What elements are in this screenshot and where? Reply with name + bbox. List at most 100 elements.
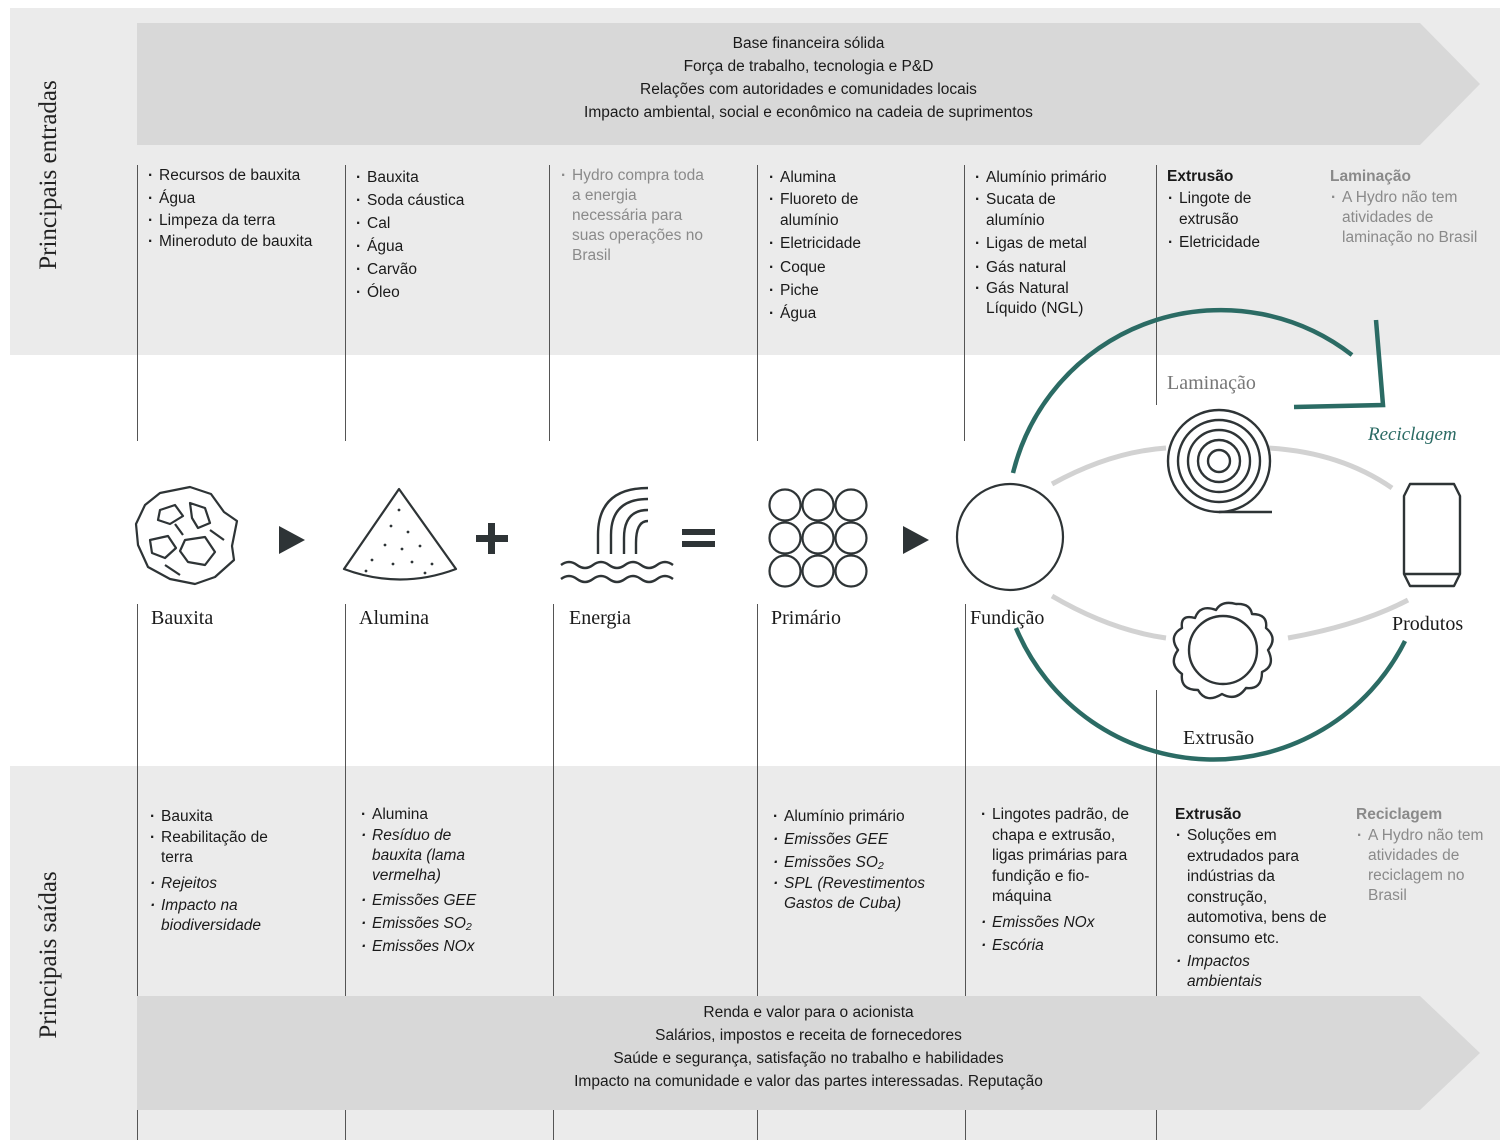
bottom-banner-line: Renda e valor para o acionista (703, 1004, 914, 1021)
powder-pile-icon (342, 487, 458, 581)
inputs-laminacao: Laminação A Hydro não tem atividades de … (1330, 166, 1490, 248)
hydro-energy-icon (560, 486, 674, 584)
list-item: Piche (768, 279, 953, 302)
column-divider (757, 165, 758, 441)
list-item: Impactos ambientais (1175, 952, 1287, 992)
list-item: Recursos de bauxita (147, 166, 332, 188)
list-item: Alumina (360, 803, 540, 826)
list-item: Emissões GEE (360, 889, 540, 912)
outputs-extrusao-heading: Extrusão (1175, 806, 1242, 823)
stage-label-primario: Primário (771, 607, 841, 629)
inputs-fundicao: Alumínio primário Sucata de alumínio Lig… (974, 166, 1149, 319)
top-banner-line: Base financeira sólida (732, 35, 885, 52)
top-banner-line: Impacto ambiental, social e econômico na… (584, 104, 1033, 121)
connector-arc (1050, 593, 1167, 641)
list-item: Soda cáustica (355, 189, 540, 212)
column-divider (345, 604, 346, 1140)
column-divider (345, 165, 346, 441)
list-item: Gás natural (974, 256, 1149, 279)
list-item: Rejeitos (149, 871, 329, 896)
play-arrow-icon (903, 526, 929, 554)
list-item: Alumínio primário (974, 166, 1149, 189)
list-item: Emissões GEE (772, 828, 957, 851)
inputs-laminacao-heading: Laminação (1330, 168, 1411, 185)
column-divider (1156, 165, 1157, 405)
rock-icon (134, 485, 239, 586)
list-item: Gás Natural Líquido (NGL) (974, 279, 1111, 319)
column-divider (964, 165, 965, 441)
list-item: Coque (768, 256, 953, 279)
list-item: Água (355, 235, 540, 258)
inputs-extrusao-heading: Extrusão (1167, 168, 1234, 185)
outputs-primario: Alumínio primário Emissões GEE Emissões … (772, 805, 957, 914)
ingot-stack-icon (768, 488, 868, 588)
top-banner-line: Força de trabalho, tecnologia e P&D (683, 58, 934, 75)
can-icon (1402, 482, 1462, 588)
inputs-energia: Hydro compra toda a energia necessária p… (560, 166, 710, 266)
column-divider (553, 604, 554, 1140)
list-item: Alumina (768, 166, 953, 189)
outputs-reciclagem: Reciclagem A Hydro não tem atividades de… (1356, 804, 1501, 906)
list-item: Bauxita (355, 166, 540, 189)
connector-arc (1287, 597, 1410, 641)
circle-ingot-icon (955, 482, 1065, 592)
top-banner-line: Relações com autoridades e comunidades l… (640, 81, 977, 98)
connector-arc (1050, 445, 1167, 487)
list-item: Cal (355, 212, 540, 235)
list-item: Água (147, 188, 332, 210)
list-item: Fluoreto de alumínio (768, 189, 880, 231)
list-item: Escória (980, 934, 1145, 957)
inputs-primario: Alumina Fluoreto de alumínio Eletricidad… (768, 166, 953, 325)
list-item: Limpeza da terra (147, 210, 332, 232)
inputs-alumina: Bauxita Soda cáustica Cal Água Carvão Ól… (355, 166, 540, 304)
stage-label-laminacao: Laminação (1167, 372, 1256, 394)
stage-label-energia: Energia (569, 607, 631, 629)
list-item: Impacto na biodiversidade (149, 896, 291, 936)
inputs-extrusao: Extrusão Lingote de extrusão Eletricidad… (1167, 166, 1317, 255)
list-item: Lingote de extrusão (1167, 188, 1274, 230)
list-item: SPL (Revestimentos Gastos de Cuba) (772, 874, 954, 914)
stage-label-produtos: Produtos (1392, 613, 1464, 635)
recycling-arrow-icon (1010, 307, 1408, 762)
coil-icon (1166, 408, 1272, 514)
play-arrow-icon (279, 526, 305, 554)
inputs-bauxita: Recursos de bauxita Água Limpeza da terr… (147, 166, 332, 252)
outputs-bauxita: Bauxita Reabilitação de terra Rejeitos I… (149, 805, 329, 936)
top-banner: Base financeira sólida Força de trabalho… (137, 23, 1480, 145)
list-item: Hydro compra toda a energia necessária p… (560, 166, 710, 266)
list-item: Eletricidade (1167, 230, 1317, 255)
column-divider (137, 604, 138, 1140)
outputs-alumina: Alumina Resíduo de bauxita (lama vermelh… (360, 803, 540, 958)
list-item: Emissões SO₂ (772, 851, 957, 874)
column-divider (549, 165, 550, 441)
outputs-reciclagem-heading: Reciclagem (1356, 806, 1443, 823)
stage-label-reciclagem: Reciclagem (1368, 424, 1457, 445)
stage-label-bauxita: Bauxita (151, 607, 214, 629)
equals-icon (682, 529, 715, 547)
stage-label-extrusao: Extrusão (1183, 727, 1255, 749)
list-item: Soluções em extrudados para indústrias d… (1175, 826, 1327, 952)
stage-label-alumina: Alumina (359, 607, 429, 629)
list-item: Água (768, 302, 953, 325)
list-item: Emissões NOx (980, 911, 1145, 934)
list-item: Ligas de metal (974, 231, 1149, 256)
column-divider (965, 604, 966, 1140)
list-item: Lingotes padrão, de chapa e extrusão, li… (980, 805, 1137, 911)
bottom-banner-line: Salários, impostos e receita de forneced… (655, 1027, 962, 1044)
stage-label-fundicao: Fundição (970, 607, 1045, 629)
list-item: Reabilitação de terra (149, 828, 291, 871)
outputs-extrusao: Extrusão Soluções em extrudados para ind… (1175, 804, 1335, 992)
outputs-fundicao: Lingotes padrão, de chapa e extrusão, li… (980, 805, 1145, 957)
plus-icon (476, 523, 508, 554)
list-item: Bauxita (149, 805, 329, 828)
list-item: Emissões SO₂ (360, 912, 540, 935)
list-item: Carvão (355, 258, 540, 281)
list-item: A Hydro não tem atividades de reciclagem… (1356, 826, 1501, 906)
list-item: A Hydro não tem atividades de laminação … (1330, 188, 1482, 248)
list-item: Emissões NOx (360, 935, 540, 958)
connector-arc (1267, 445, 1394, 491)
list-item: Resíduo de bauxita (lama vermelha) (360, 826, 497, 889)
list-item: Sucata de alumínio (974, 189, 1086, 231)
column-divider (137, 165, 138, 441)
